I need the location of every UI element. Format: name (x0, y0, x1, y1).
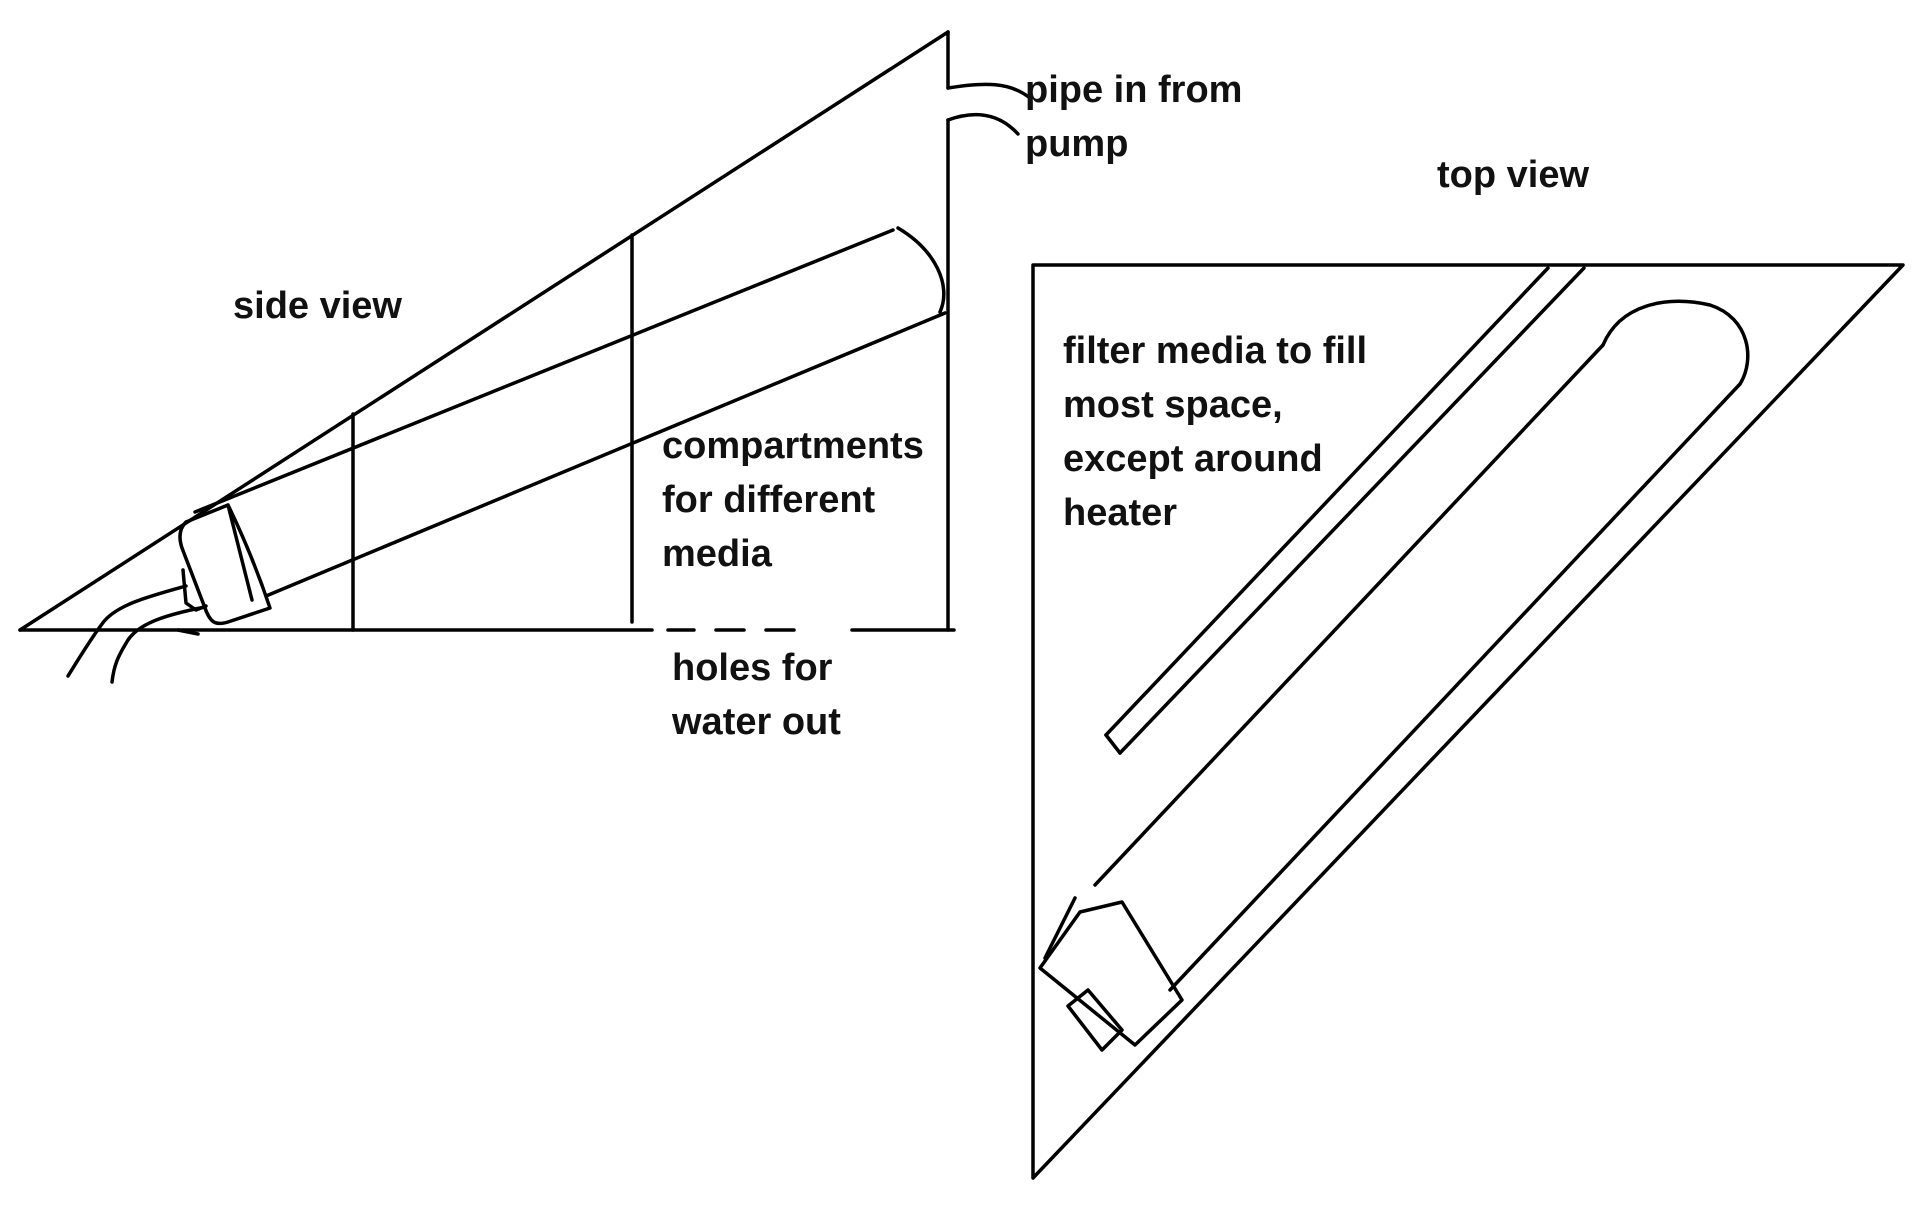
heater-cord-2 (110, 605, 207, 684)
top-view-triangle (1031, 263, 1905, 1180)
top-view-label: top view (1437, 154, 1589, 196)
pump-pipe-lower (946, 112, 1020, 136)
pump-pipe-upper (946, 82, 1032, 100)
top-view-heater-right-edge (1168, 382, 1742, 992)
heater-base-tick (176, 628, 200, 636)
top-view-heater-cap (1038, 900, 1184, 1047)
side-view-drawing (18, 30, 1032, 684)
pipe-in-label: pipe in from (1025, 69, 1242, 111)
top-view-divider-wall-end (1104, 733, 1122, 755)
top-view-divider-wall-right (1118, 266, 1586, 755)
top-view-heater-left-edge (1093, 343, 1605, 887)
compartments-label-line-3: media (662, 533, 773, 575)
top-view-divider-wall-left (1104, 266, 1550, 737)
top-view-drawing (1031, 263, 1905, 1180)
heater-tube-bottom-edge (264, 311, 947, 598)
top-view-heater-rounded-end (1601, 299, 1750, 386)
heater-tube-rounded-end (896, 226, 946, 314)
filter-media-label-line-1: filter media to fill (1063, 330, 1367, 372)
compartments-label-line-1: compartments (662, 425, 924, 467)
compartments-label-line-2: for different (662, 479, 876, 521)
heater-tube-top-edge (193, 228, 895, 514)
top-view-heater-cap-mark (1043, 896, 1077, 960)
heater-cap (178, 503, 272, 626)
side-view-label: side view (233, 285, 402, 327)
top-view-heater-connector (1066, 988, 1124, 1052)
filter-media-label-line-4: heater (1063, 492, 1177, 534)
heater-cap-collar (226, 503, 254, 602)
pump-label: pump (1025, 123, 1128, 165)
filter-media-label-line-2: most space, (1063, 384, 1283, 426)
side-view-triangle-hypotenuse (18, 30, 950, 632)
heater-cord-1 (66, 584, 188, 678)
holes-label-line-1: holes for (672, 647, 833, 689)
filter-media-label-line-3: except around (1063, 438, 1323, 480)
holes-label-line-2: water out (671, 701, 841, 743)
